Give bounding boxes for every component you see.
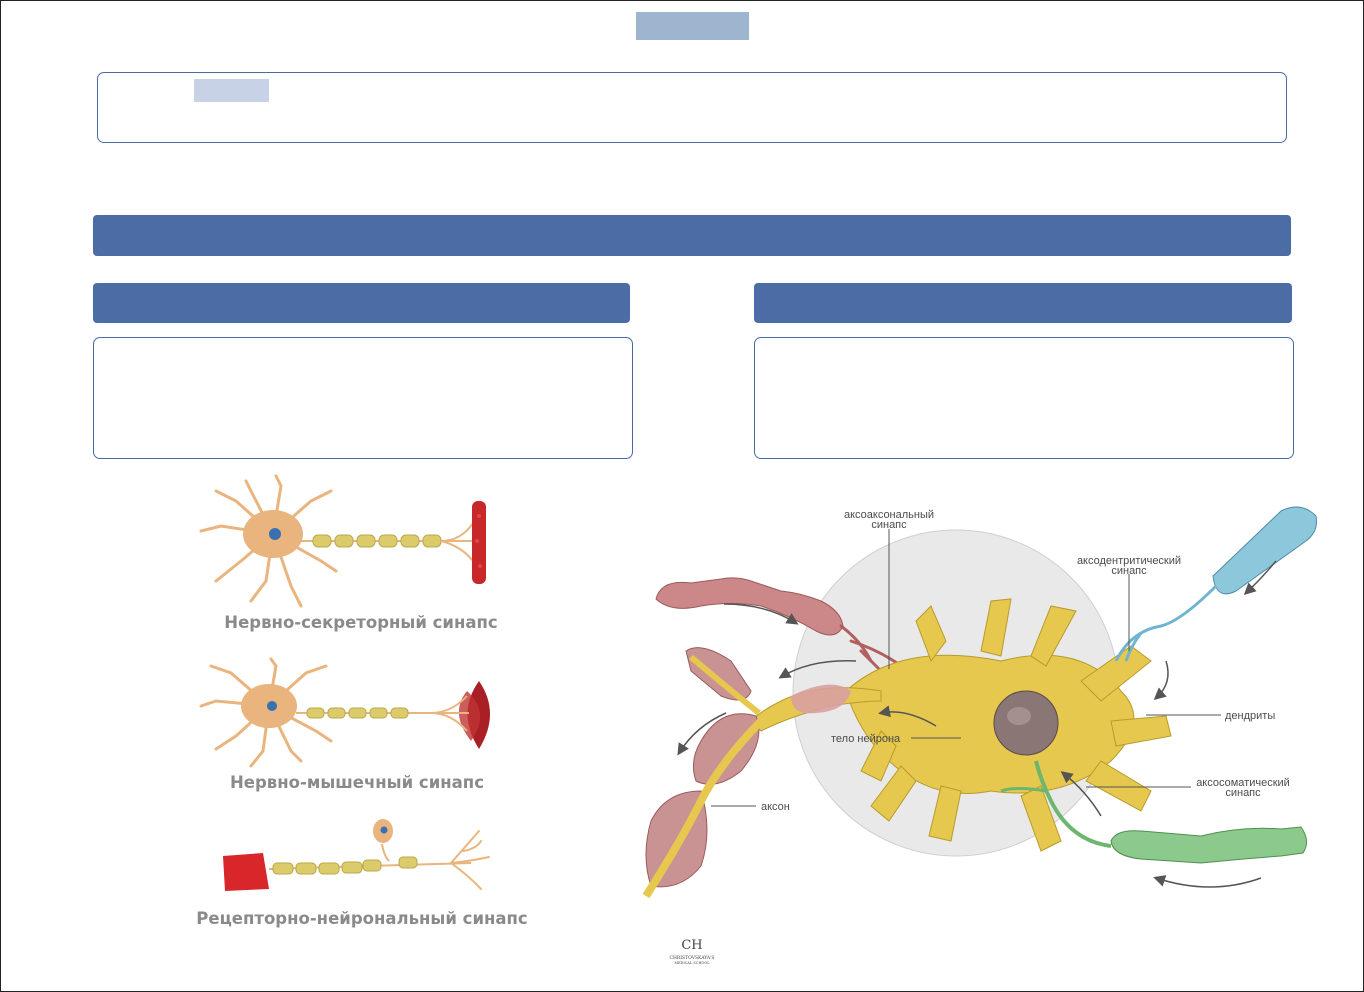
intro-box	[97, 72, 1287, 143]
caption-neurosecretory: Нервно-секреторный синапс	[224, 613, 497, 632]
neuromuscular-synapse-illustration: Нервно-мышечный синапс	[199, 657, 490, 792]
right-text-box	[754, 337, 1294, 459]
label-axosomatic-line2: синапс	[1225, 787, 1261, 799]
receptor-neuronal-synapse-illustration: Рецепторно-нейрональный синапс	[196, 819, 528, 928]
caption-neuromuscular: Нервно-мышечный синапс	[230, 773, 484, 792]
logo-monogram: CH	[681, 938, 702, 953]
logo-line2: MEDICAL SCHOOL	[674, 961, 710, 965]
label-dendrites: дендриты	[1225, 710, 1275, 722]
label-axoaxonal-line1: аксоаксональный	[844, 509, 934, 521]
label-axodendritic-line1: аксодентритический	[1077, 555, 1181, 567]
school-logo: CH CHRISTOVSKAYA'S MEDICAL SCHOOL	[670, 938, 715, 965]
right-column-header-band	[754, 283, 1292, 323]
left-text-box	[93, 337, 633, 459]
caption-receptor-neuronal: Рецепторно-нейрональный синапс	[196, 909, 527, 928]
neurosecretory-synapse-illustration: Нервно-секреторный синапс	[199, 474, 498, 632]
neuron-synapse-types-illustration: аксоаксональный синапс аксодентритически…	[642, 506, 1317, 899]
logo-line1: CHRISTOVSKAYA'S	[670, 955, 715, 961]
section-header-band	[93, 215, 1291, 256]
title-placeholder	[636, 12, 749, 40]
intro-tag-placeholder	[194, 79, 269, 102]
label-axosomatic-line1: аксосоматический	[1196, 777, 1290, 789]
label-axon: аксон	[761, 801, 790, 813]
left-column-header-band	[93, 283, 630, 323]
label-axoaxonal-line2: синапс	[871, 519, 907, 531]
label-axodendritic-line2: синапс	[1111, 565, 1147, 577]
label-neuron-body: тело нейрона	[831, 733, 901, 745]
